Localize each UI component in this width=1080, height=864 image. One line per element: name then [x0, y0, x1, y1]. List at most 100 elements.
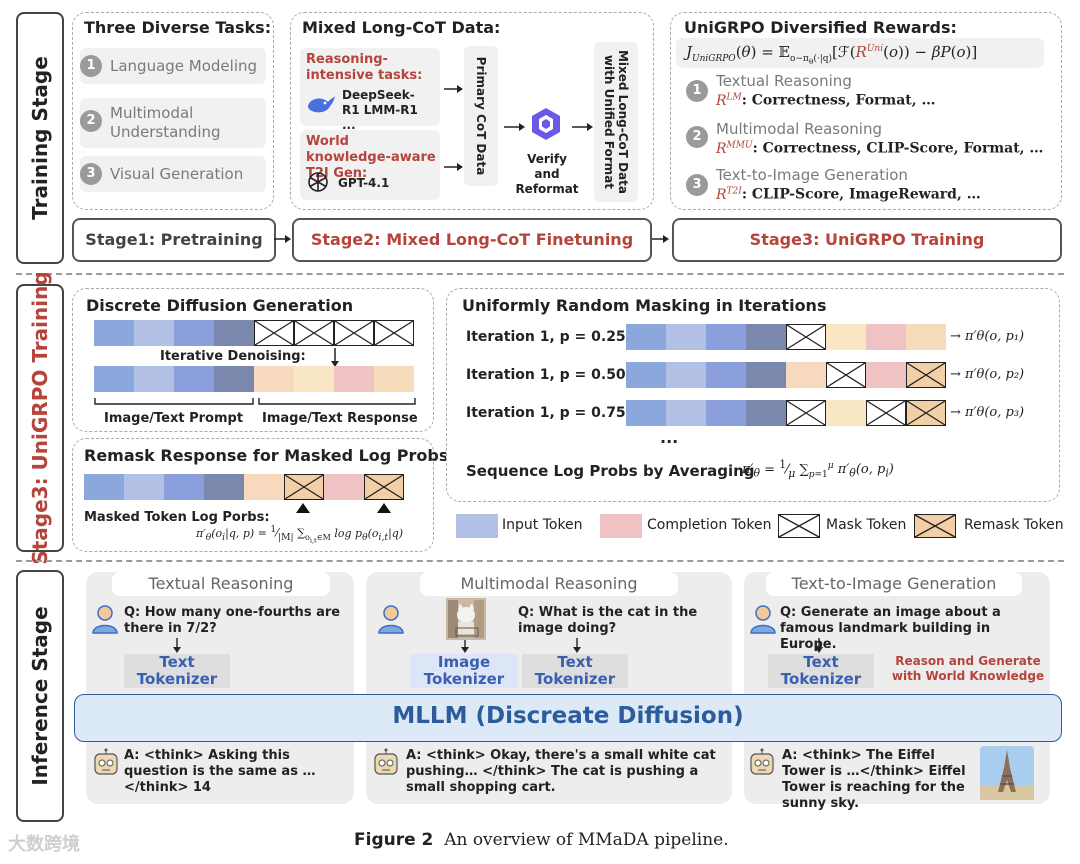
response-label: Image/Text Response	[262, 411, 418, 426]
iteration3-input-token	[746, 400, 786, 426]
iteration3-completion-token	[826, 400, 866, 426]
diffusion-row2-input-token	[94, 366, 134, 392]
right-arrow-icon	[444, 85, 463, 93]
iteration1-input-token	[626, 324, 666, 350]
reward-items-1: : Correctness, Format, …	[741, 92, 936, 109]
diffusion-row2-input-token	[134, 366, 174, 392]
iteration2-input-token	[746, 362, 786, 388]
answer-3: A: <think> The Eiffel Tower is …</think>…	[782, 748, 966, 811]
remask-pointer-2	[377, 503, 391, 513]
down-arrow-icon	[173, 638, 181, 653]
legend-remask-token: Remask Token	[964, 517, 1064, 533]
eiffel-image	[980, 746, 1034, 800]
stage3-side-label: Stage3: UniGRPO Training	[16, 271, 64, 565]
stage3-side-text: Stage3: UniGRPO Training	[28, 271, 52, 565]
panel-textual-reasoning	[86, 572, 354, 804]
iteration2-input-token	[626, 362, 666, 388]
right-arrow-icon	[274, 235, 291, 243]
masked-logprob-formula: π′θ(oi|q, p) = 1⁄|M| ∑oi,t∈M log pθ(oi,t…	[196, 524, 404, 545]
legend-swatch-2-mask-token	[778, 514, 820, 538]
mixed-unified-label: Mixed Long-CoT Data with Unified Format	[602, 49, 630, 194]
mixed-data-title: Mixed Long-CoT Data:	[302, 18, 501, 37]
diffusion-box	[72, 288, 434, 432]
mllm-label: MLLM (Discreate Diffusion)	[392, 703, 744, 729]
diffusion-row2-input-token	[214, 366, 254, 392]
reasoning-source-box	[300, 48, 440, 126]
robot-icon	[750, 748, 774, 775]
inference-stage-text: Inference Stage	[28, 606, 52, 786]
diffusion-title: Discrete Diffusion Generation	[86, 296, 354, 315]
diffusion-row1-input-token	[214, 320, 254, 346]
iteration-label-2: Iteration 1, p = 0.50	[466, 367, 626, 383]
figure-number: Figure 2	[354, 830, 434, 850]
task-label-3: Visual Generation	[110, 165, 244, 183]
reasoning-models: DeepSeek-R1 LMM-R1 ...	[342, 88, 418, 132]
task-number-2: 2	[80, 110, 102, 132]
primary-cot-box	[464, 46, 498, 186]
stage3-label: Stage3: UniGRPO Training	[749, 230, 985, 249]
task-number-1: 1	[80, 55, 102, 77]
reward-items-2: : Correctness, CLIP-Score, Format, …	[752, 140, 1044, 157]
iteration1-input-token	[666, 324, 706, 350]
task-label-2: Multimodal Understanding	[110, 104, 221, 141]
task-label-1: Language Modeling	[110, 57, 258, 75]
panel-title-2: Multimodal Reasoning	[420, 572, 678, 596]
down-arrow-icon	[461, 640, 469, 653]
legend-completion-token: Completion Token	[647, 517, 772, 533]
reward-detail-3: RT2I: CLIP-Score, ImageReward, …	[716, 186, 981, 203]
mixed-unified-box	[594, 42, 638, 202]
reward-name-2: Multimodal Reasoning	[716, 120, 882, 138]
section-divider	[16, 560, 1064, 562]
reward-formula-box	[676, 38, 1044, 68]
diffusion-row1-mask-token	[294, 320, 334, 346]
robot-icon	[94, 748, 118, 775]
remask-row-remask-token	[284, 474, 324, 500]
image-tokenizer-button: Image Tokenizer	[410, 654, 518, 688]
remask-row-input-token	[204, 474, 244, 500]
iteration3-input-token	[666, 400, 706, 426]
user-icon	[378, 605, 404, 634]
iteration1-completion-token	[906, 324, 946, 350]
stage2-label: Stage2: Mixed Long-CoT Finetuning	[310, 230, 634, 249]
reward-name-3: Text-to-Image Generation	[716, 166, 908, 184]
section-divider	[16, 273, 1064, 275]
reward-number-1: 1	[686, 80, 708, 102]
right-arrow-icon	[444, 163, 463, 171]
verify-reformat-label: Verify and Reformat	[515, 152, 579, 196]
diffusion-row1-input-token	[134, 320, 174, 346]
answer-2: A: <think> Okay, there's a small white c…	[406, 748, 716, 795]
legend-swatch-3-remask-token	[914, 514, 956, 538]
qwen-logo-icon	[532, 108, 560, 140]
remask-row-input-token	[164, 474, 204, 500]
right-arrow-icon	[572, 123, 593, 131]
reward-name-1: Textual Reasoning	[716, 72, 852, 90]
diffusion-row1-mask-token	[254, 320, 294, 346]
masking-title: Uniformly Random Masking in Iterations	[462, 296, 827, 315]
iteration-output-1: → π′θ(o, p₁)	[950, 329, 1025, 344]
question-2: Q: What is the cat in the image doing?	[518, 605, 698, 636]
panel-title-1: Textual Reasoning	[112, 572, 330, 596]
openai-icon	[308, 172, 328, 192]
down-arrow-icon	[573, 638, 581, 653]
iteration3-mask-token	[786, 400, 826, 426]
whale-icon	[308, 96, 335, 113]
iteration3-remask-token	[906, 400, 946, 426]
masked-logprob-label: Masked Token Log Porbs:	[84, 510, 270, 525]
iteration2-input-token	[706, 362, 746, 388]
legend-swatch-1-completion-token	[600, 514, 642, 538]
stage1-box: Stage1: Pretraining	[72, 218, 276, 262]
iteration2-remask-token	[906, 362, 946, 388]
denoise-label: Iterative Denoising:	[160, 349, 306, 364]
figure-caption-text: An overview of MMaDA pipeline.	[444, 830, 729, 850]
diffusion-row1-input-token	[94, 320, 134, 346]
remask-row-remask-token	[364, 474, 404, 500]
remask-row-input-token	[124, 474, 164, 500]
stage3-box: Stage3: UniGRPO Training	[672, 218, 1062, 262]
iteration-output-3: → π′θ(o, p₃)	[950, 405, 1025, 420]
world-knowledge-note: Reason and Generate with World Knowledge	[891, 654, 1045, 683]
remask-row-input-token	[84, 474, 124, 500]
reward-detail-2: RMMU: Correctness, CLIP-Score, Format, …	[716, 140, 1044, 157]
iteration1-completion-token	[826, 324, 866, 350]
diffusion-row2-completion-token	[254, 366, 294, 392]
iteration2-mask-token	[826, 362, 866, 388]
